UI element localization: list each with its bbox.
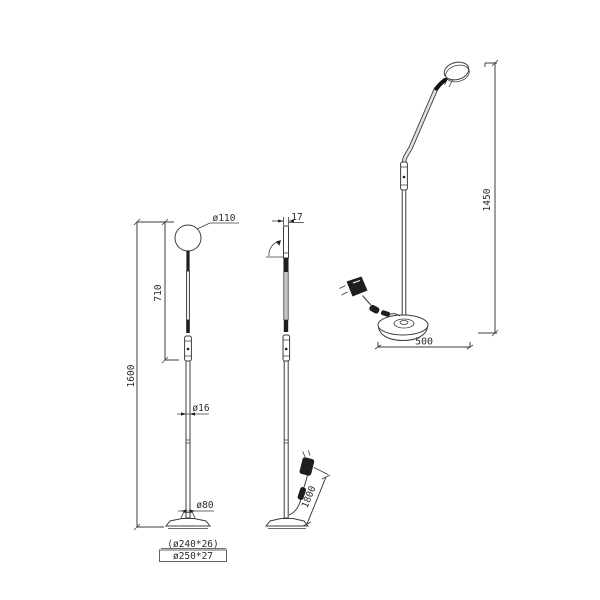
upper-section-label: 710	[153, 284, 164, 301]
lamp-base-front	[164, 518, 212, 529]
lamp-base-side	[264, 518, 310, 529]
inline-switch	[297, 487, 307, 500]
cable	[288, 498, 302, 516]
pole-perspective	[401, 189, 407, 319]
perspective-view: 1450 500	[339, 59, 499, 350]
lamp-pole-side	[282, 257, 291, 519]
joint-screw-side	[284, 347, 288, 351]
dim-upper-section: 710	[153, 218, 179, 364]
base-notes: (ø240*26) ø250*27	[159, 539, 227, 562]
flex-joint-lower-side	[283, 320, 289, 332]
base-note-2-box	[159, 549, 227, 562]
flex-joint-upper	[186, 250, 190, 272]
dim-lamp-height: 1450	[478, 59, 499, 337]
rotation-arc	[266, 240, 284, 258]
base-note-2-label: ø250*27	[173, 551, 213, 562]
joint-screw	[186, 347, 190, 351]
flex-joint-lower	[186, 320, 190, 333]
head-diameter-label: ø110	[213, 213, 236, 224]
power-plug-perspective	[339, 276, 368, 297]
lower-pole	[185, 360, 191, 519]
power-plug-side	[299, 450, 315, 476]
pole-diameter-label: ø16	[192, 403, 209, 414]
joint-screw-perspective	[402, 175, 406, 179]
front-view: 1600 710 ø110	[126, 213, 239, 562]
lamp-pole-perspective	[400, 161, 408, 319]
upper-rod	[186, 270, 190, 321]
power-cord-perspective	[339, 276, 401, 317]
head-thickness-label: 17	[291, 212, 302, 223]
dim-cable-length: 1800	[300, 467, 331, 527]
side-view: 17	[264, 212, 331, 529]
lamp-pole-front	[184, 250, 192, 519]
total-height-label: 1600	[126, 364, 137, 387]
lamp-base-perspective	[377, 314, 429, 342]
lower-pole-side	[283, 360, 289, 519]
lamp-head-perspective	[443, 61, 470, 83]
base-diameter-label: 500	[415, 337, 433, 348]
dim-base-cover: ø80	[178, 500, 214, 519]
dim-total-height: 1600	[126, 218, 164, 531]
flex-neck	[434, 77, 448, 91]
inline-switch-perspective	[380, 310, 391, 317]
dim-pole-diameter: ø16	[177, 403, 210, 416]
cable-to-base	[389, 313, 401, 317]
flex-joint-upper-side	[284, 258, 288, 272]
dim-head-thickness: 17	[272, 212, 304, 225]
lamp-arm-perspective	[401, 77, 453, 166]
power-cord-side	[288, 450, 315, 516]
switch-body	[369, 304, 380, 314]
dim-head-diameter: ø110	[196, 213, 239, 230]
base-cover-label: ø80	[196, 500, 213, 511]
lamp-height-label: 1450	[482, 188, 493, 211]
dim-base-diameter: 500	[374, 337, 474, 350]
base-note-1-label: (ø240*26)	[167, 539, 218, 550]
